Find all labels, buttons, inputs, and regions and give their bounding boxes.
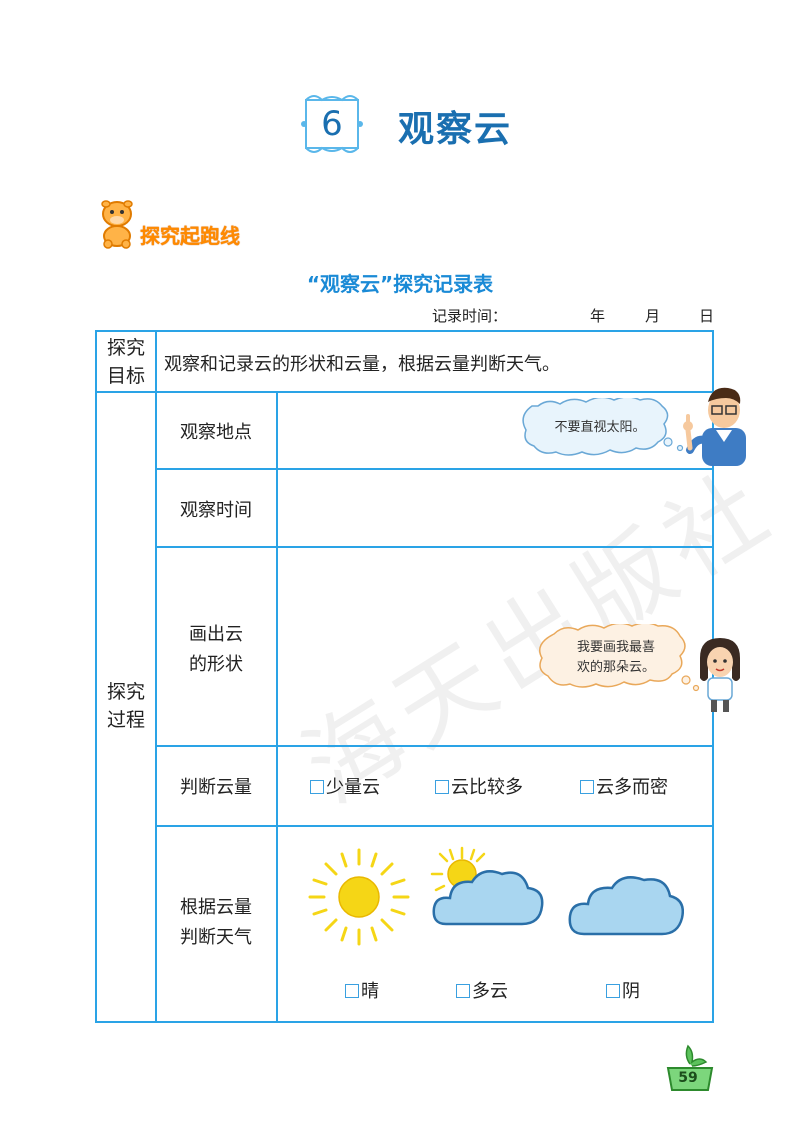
table-divider	[155, 331, 157, 391]
weather-option-label: 多云	[472, 981, 508, 1002]
draw-answer-cell[interactable]	[278, 548, 528, 744]
goal-text: 观察和记录云的形状和云量，根据云量判断天气。	[164, 354, 560, 375]
row-label-weather: 根据云量 判断天气	[156, 893, 276, 953]
location-answer-cell[interactable]	[278, 393, 518, 467]
lesson-number-frame	[301, 95, 363, 153]
page-number: 59	[678, 1070, 698, 1086]
table-caption: “观察云”探究记录表	[306, 272, 494, 296]
table-divider	[156, 546, 713, 548]
sun-icon	[308, 848, 410, 946]
weather-option-label: 晴	[361, 981, 379, 1002]
weather-option-label: 阴	[622, 981, 640, 1002]
girl-speech-line: 欢的那朵云。	[576, 660, 655, 675]
amount-option-dense[interactable]: 云多而密	[580, 773, 668, 799]
amount-option-few[interactable]: 少量云	[310, 773, 380, 799]
record-time-year: 年	[590, 307, 606, 325]
goal-header-line: 探究	[106, 337, 145, 359]
weather-option-cloudy[interactable]: 多云	[456, 977, 508, 1003]
row-label-weather-line: 根据云量	[180, 897, 252, 918]
amount-option-label: 云多而密	[596, 777, 668, 798]
teacher-avatar	[683, 387, 746, 466]
checkbox[interactable]	[580, 780, 594, 794]
weather-option-overcast[interactable]: 阴	[606, 977, 640, 1003]
checkbox[interactable]	[456, 984, 470, 998]
table-divider	[155, 391, 157, 1022]
row-label-draw: 画出云 的形状	[156, 620, 276, 680]
record-time-month: 月	[645, 307, 661, 325]
table-divider	[96, 391, 713, 393]
record-time-label: 记录时间：	[432, 307, 508, 325]
checkbox[interactable]	[345, 984, 359, 998]
checkbox[interactable]	[435, 780, 449, 794]
table-divider	[156, 745, 713, 747]
process-header-line: 过程	[106, 709, 145, 731]
record-time-day: 日	[699, 307, 715, 325]
checkbox[interactable]	[606, 984, 620, 998]
table-divider	[156, 825, 713, 827]
page-title: 观察云	[398, 109, 513, 150]
amount-option-label: 少量云	[326, 777, 380, 798]
amount-option-label: 云比较多	[451, 777, 523, 798]
row-label-time: 观察时间	[180, 500, 252, 521]
row-label-weather-line: 判断天气	[180, 927, 252, 948]
girl-speech-bubble	[539, 624, 700, 692]
teacher-speech-text: 不要直视太阳。	[554, 420, 646, 435]
girl-avatar	[700, 638, 740, 712]
amount-option-many[interactable]: 云比较多	[435, 773, 523, 799]
table-divider	[276, 391, 278, 1022]
row-label-draw-line: 的形状	[189, 654, 243, 675]
checkbox[interactable]	[310, 780, 324, 794]
lesson-number: 6	[321, 104, 343, 144]
time-answer-cell[interactable]	[278, 470, 712, 545]
cloud-icon	[568, 876, 684, 936]
process-header-line: 探究	[106, 681, 145, 703]
row-label-amount: 判断云量	[180, 777, 252, 798]
section-badge: 探究起跑线	[140, 224, 240, 248]
partly-cloudy-icon	[430, 846, 544, 926]
row-label-location: 观察地点	[180, 422, 252, 443]
goal-header: 探究 目标	[96, 334, 156, 390]
cow-mascot-icon	[101, 200, 133, 249]
teacher-speech-bubble	[522, 398, 684, 456]
weather-option-sunny[interactable]: 晴	[345, 977, 379, 1003]
girl-speech-text: 我要画我最喜 欢的那朵云。	[546, 638, 686, 678]
table-divider	[156, 468, 713, 470]
row-label-draw-line: 画出云	[189, 624, 243, 645]
page-number-badge	[666, 1044, 714, 1091]
girl-speech-line: 我要画我最喜	[576, 640, 655, 655]
record-table	[95, 330, 714, 1023]
goal-header-line: 目标	[106, 365, 145, 387]
process-header: 探究 过程	[96, 678, 156, 734]
